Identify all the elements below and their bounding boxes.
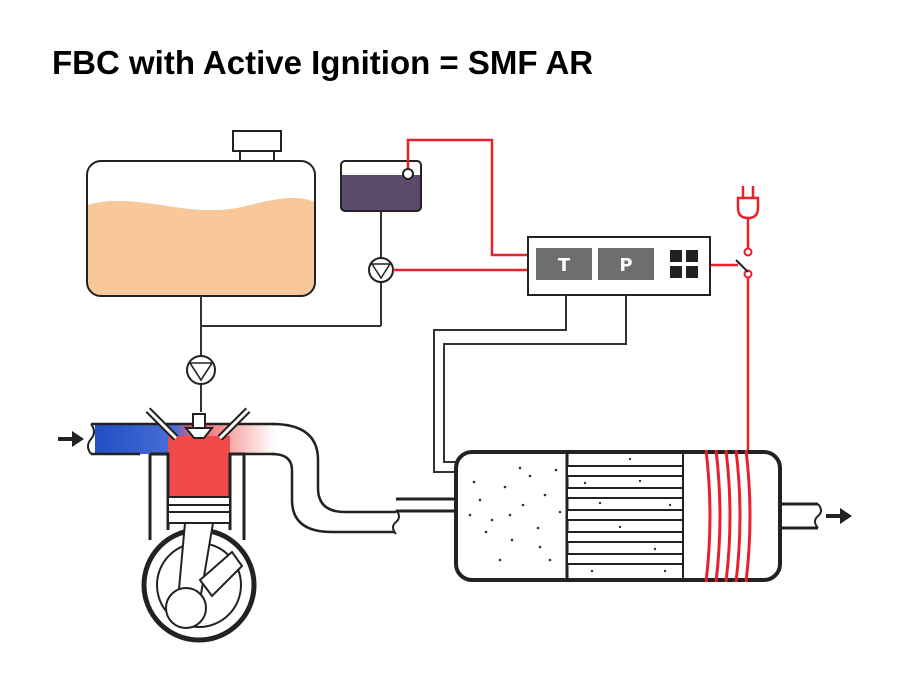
particulate-filter [454, 449, 782, 583]
fuel-level [87, 197, 315, 296]
tank-neck [239, 150, 275, 162]
combustion-chamber [168, 436, 230, 497]
switch-icon [735, 247, 753, 279]
soot-particles [468, 457, 672, 573]
intake-valve [145, 407, 179, 441]
temperature-display [536, 248, 592, 280]
piston [167, 496, 231, 524]
temperature-label: T [558, 255, 571, 276]
level-sensor [402, 168, 414, 180]
exhaust-valve [217, 407, 251, 441]
heating-coil [704, 449, 752, 583]
additive-pump-icon [368, 257, 394, 283]
additive-level [341, 175, 421, 211]
plug-icon [736, 186, 760, 220]
slide-title: FBC with Active Ignition = SMF AR [52, 44, 594, 81]
fuel-lines [200, 211, 382, 412]
control-unit: T P [527, 236, 711, 296]
tank-cap [232, 130, 282, 152]
control-wiring [393, 138, 750, 450]
crank-arm [198, 550, 244, 598]
arrow-right-icon [58, 431, 84, 447]
fuel-injector [192, 413, 206, 429]
pipe-break [392, 509, 400, 535]
pressure-label: P [619, 255, 632, 276]
outlet-pipe [780, 502, 818, 530]
exhaust-pipe [271, 422, 396, 534]
pressure-display [598, 248, 654, 280]
crankshaft [165, 587, 207, 629]
filter-channels [566, 465, 684, 565]
pump-icon [186, 355, 216, 385]
filter-inlet [396, 497, 458, 513]
outlet-break [814, 503, 822, 529]
keypad-icon [670, 250, 698, 278]
engine [141, 407, 257, 643]
sensor-lines [433, 295, 627, 473]
outlet-arrow-icon [826, 508, 852, 524]
fuel-tank [86, 130, 316, 297]
